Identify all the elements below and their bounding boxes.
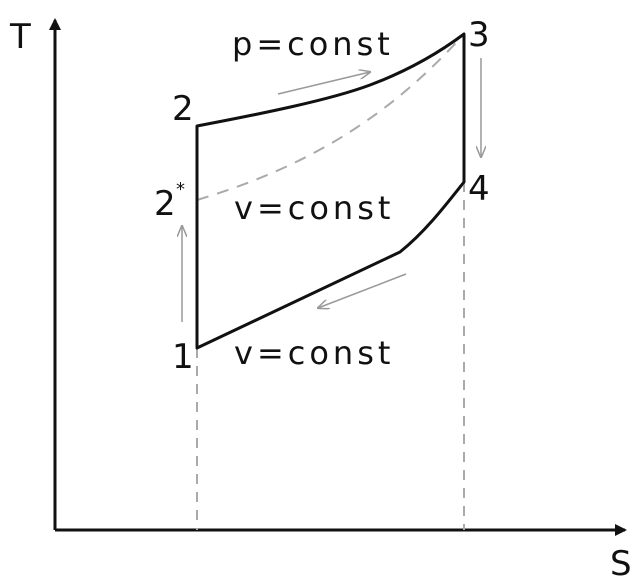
- process-label-top: p=const: [232, 25, 394, 63]
- point-label-2-star: 2: [154, 184, 176, 224]
- dashed-curve-2star-3: [196, 33, 465, 201]
- point-label-4: 4: [468, 169, 490, 209]
- process-label-bottom: v=const: [234, 334, 394, 372]
- process-label-middle: v=const: [234, 189, 394, 227]
- x-axis-label: S: [610, 544, 632, 582]
- y-axis-label: T: [9, 17, 31, 57]
- point-label-2-star-superscript: *: [176, 179, 185, 200]
- cycle-boundary: [195, 32, 466, 350]
- point-label-3: 3: [468, 15, 490, 55]
- point-label-1: 1: [172, 337, 194, 377]
- arrow-4-to-1: [318, 273, 407, 308]
- point-label-2: 2: [172, 89, 194, 129]
- arrow-2-to-3: [277, 72, 370, 95]
